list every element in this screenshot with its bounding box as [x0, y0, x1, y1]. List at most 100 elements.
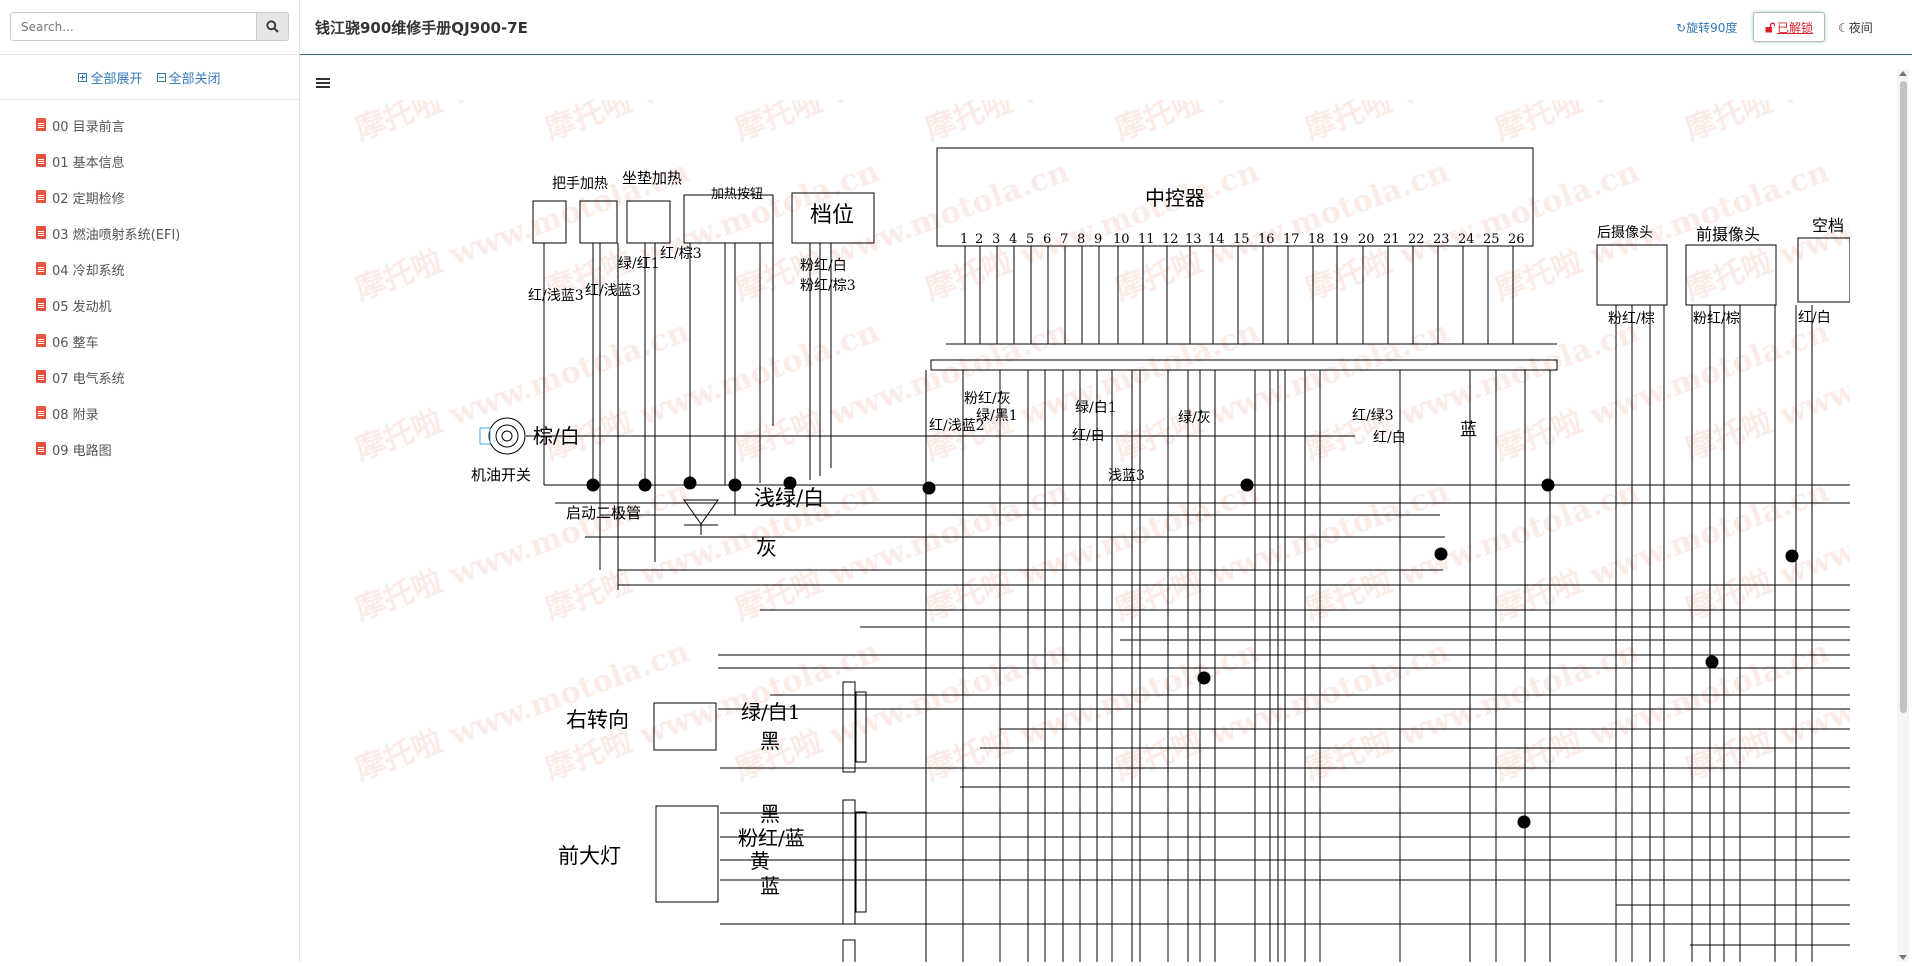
- rear-camera-box: [1596, 244, 1668, 306]
- diode-wire-label: 浅绿/白: [754, 486, 824, 510]
- pin-number: 17: [1283, 232, 1300, 247]
- watermark-text: 摩托啦 www.motola.cn: [1111, 474, 1454, 627]
- rotate-label: 旋转90度: [1686, 21, 1738, 35]
- toc-item-label: 05 发动机: [52, 300, 112, 315]
- night-mode-button[interactable]: ☾夜间: [1838, 19, 1873, 36]
- pin-number: 15: [1233, 232, 1250, 247]
- search-button[interactable]: [256, 12, 289, 41]
- expand-all-button[interactable]: 全部展开: [78, 66, 143, 88]
- pin-number: 23: [1433, 232, 1450, 247]
- start-diode-label: 启动二极管: [566, 504, 641, 522]
- pin-number: 6: [1043, 232, 1051, 247]
- toc-item-label: 06 整车: [52, 336, 99, 351]
- toc-item[interactable]: 05 发动机: [36, 296, 180, 332]
- gear-box: [791, 192, 875, 244]
- night-label: 夜间: [1848, 21, 1873, 35]
- neutral-label: 空档: [1812, 216, 1844, 235]
- scroll-down-icon[interactable]: [1899, 955, 1907, 960]
- junction-dot: [1785, 549, 1799, 563]
- scrollbar-thumb[interactable]: [1900, 81, 1907, 713]
- collapse-all-label: 全部关闭: [168, 71, 221, 87]
- watermark-text: 摩托啦 www.motola.cn: [921, 634, 1264, 787]
- toc-item[interactable]: 01 基本信息: [36, 152, 180, 188]
- wire-label-3: 绿/红1: [618, 256, 660, 272]
- wire-label-18: 粉红/棕: [1693, 311, 1740, 327]
- wire-label-4: 红/棕3: [660, 246, 702, 262]
- junction-dot: [586, 478, 600, 492]
- toc-item-label: 02 定期检修: [52, 192, 125, 207]
- watermark-text: 摩托啦 www.motola.cn: [1111, 154, 1454, 307]
- unlock-icon: [1765, 22, 1775, 32]
- pin-number: 4: [1009, 232, 1017, 247]
- document-icon: [36, 226, 46, 239]
- junction-dot: [922, 481, 936, 495]
- unlock-label: 已解锁: [1776, 20, 1813, 35]
- toc-item[interactable]: 03 燃油喷射系统(EFI): [36, 224, 180, 260]
- front-camera-box: [1685, 244, 1777, 306]
- right-turn-box: [653, 702, 717, 751]
- document-icon: [36, 442, 46, 455]
- toc-item[interactable]: 04 冷却系统: [36, 260, 180, 296]
- seat-heater-label: 坐垫加热: [622, 169, 682, 187]
- oil-switch-symbol: [488, 417, 526, 455]
- controller-label: 中控器: [1145, 186, 1205, 210]
- watermark-text: 摩托啦 www.motola.cn: [1491, 634, 1834, 787]
- wire-label-7: 红/浅蓝2: [929, 418, 985, 434]
- toc-item[interactable]: 09 电路图: [36, 440, 180, 476]
- rotate-button[interactable]: ↻旋转90度: [1676, 19, 1737, 36]
- toc-item-label: 08 附录: [52, 408, 99, 423]
- right-turn-label: 右转向: [566, 708, 629, 732]
- collapse-all-button[interactable]: 全部关闭: [156, 66, 221, 88]
- junction-dot: [1197, 671, 1211, 685]
- toc-item[interactable]: 08 附录: [36, 404, 180, 440]
- expand-all-label: 全部展开: [90, 71, 143, 87]
- pin-number: 8: [1077, 232, 1085, 247]
- sidebar: 全部展开 全部关闭 00 目录前言 01 基本信息 02 定期检修 03 燃油喷射系统…: [0, 0, 300, 962]
- unlock-button[interactable]: 已解锁: [1753, 12, 1825, 42]
- watermark-text: 摩托啦 www.motola.cn: [1111, 634, 1454, 787]
- menu-icon[interactable]: [316, 78, 330, 90]
- oil-wire-label: 棕/白: [533, 424, 580, 448]
- head-blue-label: 蓝: [760, 874, 780, 898]
- grip-heater-box: [532, 200, 567, 244]
- buttons-label: 加热按钮: [711, 187, 763, 202]
- scrollbar[interactable]: [1897, 69, 1909, 962]
- watermark-text: 摩托啦 www.motola.cn: [1301, 314, 1644, 467]
- watermark-text: 摩托啦 www.motola.cn: [921, 474, 1264, 627]
- watermark-text: 摩托啦 www.motola.cn: [731, 154, 1074, 307]
- pin-number: 26: [1508, 232, 1525, 247]
- pin-number: 7: [1060, 232, 1068, 247]
- divider: [0, 54, 299, 55]
- document-icon: [36, 154, 46, 167]
- toc-item[interactable]: 07 电气系统: [36, 368, 180, 404]
- pin-number: 16: [1258, 232, 1275, 247]
- selection-marker: [479, 427, 491, 445]
- pin-number: 1: [960, 232, 968, 247]
- pin-number: 25: [1483, 232, 1500, 247]
- junction-dot: [638, 478, 652, 492]
- pin-number: 24: [1458, 232, 1475, 247]
- search-input[interactable]: [10, 12, 256, 41]
- toc-item[interactable]: 00 目录前言: [36, 116, 180, 152]
- junction-dot: [783, 476, 797, 490]
- toc-item[interactable]: 02 定期检修: [36, 188, 180, 224]
- wire-label-2: 红/浅蓝3: [585, 283, 641, 299]
- head-yellow-label: 黄: [750, 849, 770, 873]
- scroll-up-icon[interactable]: [1899, 71, 1907, 76]
- wire-label-1: 红/浅蓝3: [528, 288, 584, 304]
- connector-blocks: [842, 681, 867, 966]
- expand-controls: 全部展开 全部关闭: [0, 66, 299, 88]
- search-icon: [266, 20, 279, 33]
- watermark-text: 摩托啦 www.motola.cn: [1301, 154, 1644, 307]
- junction-dot: [683, 476, 697, 490]
- toc-item-label: 00 目录前言: [52, 120, 125, 135]
- pin-number: 2: [975, 232, 983, 247]
- toc-item[interactable]: 06 整车: [36, 332, 180, 368]
- grey-wire-label: 灰: [756, 536, 777, 560]
- bus-bar: [930, 359, 1558, 371]
- document-icon: [36, 298, 46, 311]
- pin-number: 12: [1162, 232, 1179, 247]
